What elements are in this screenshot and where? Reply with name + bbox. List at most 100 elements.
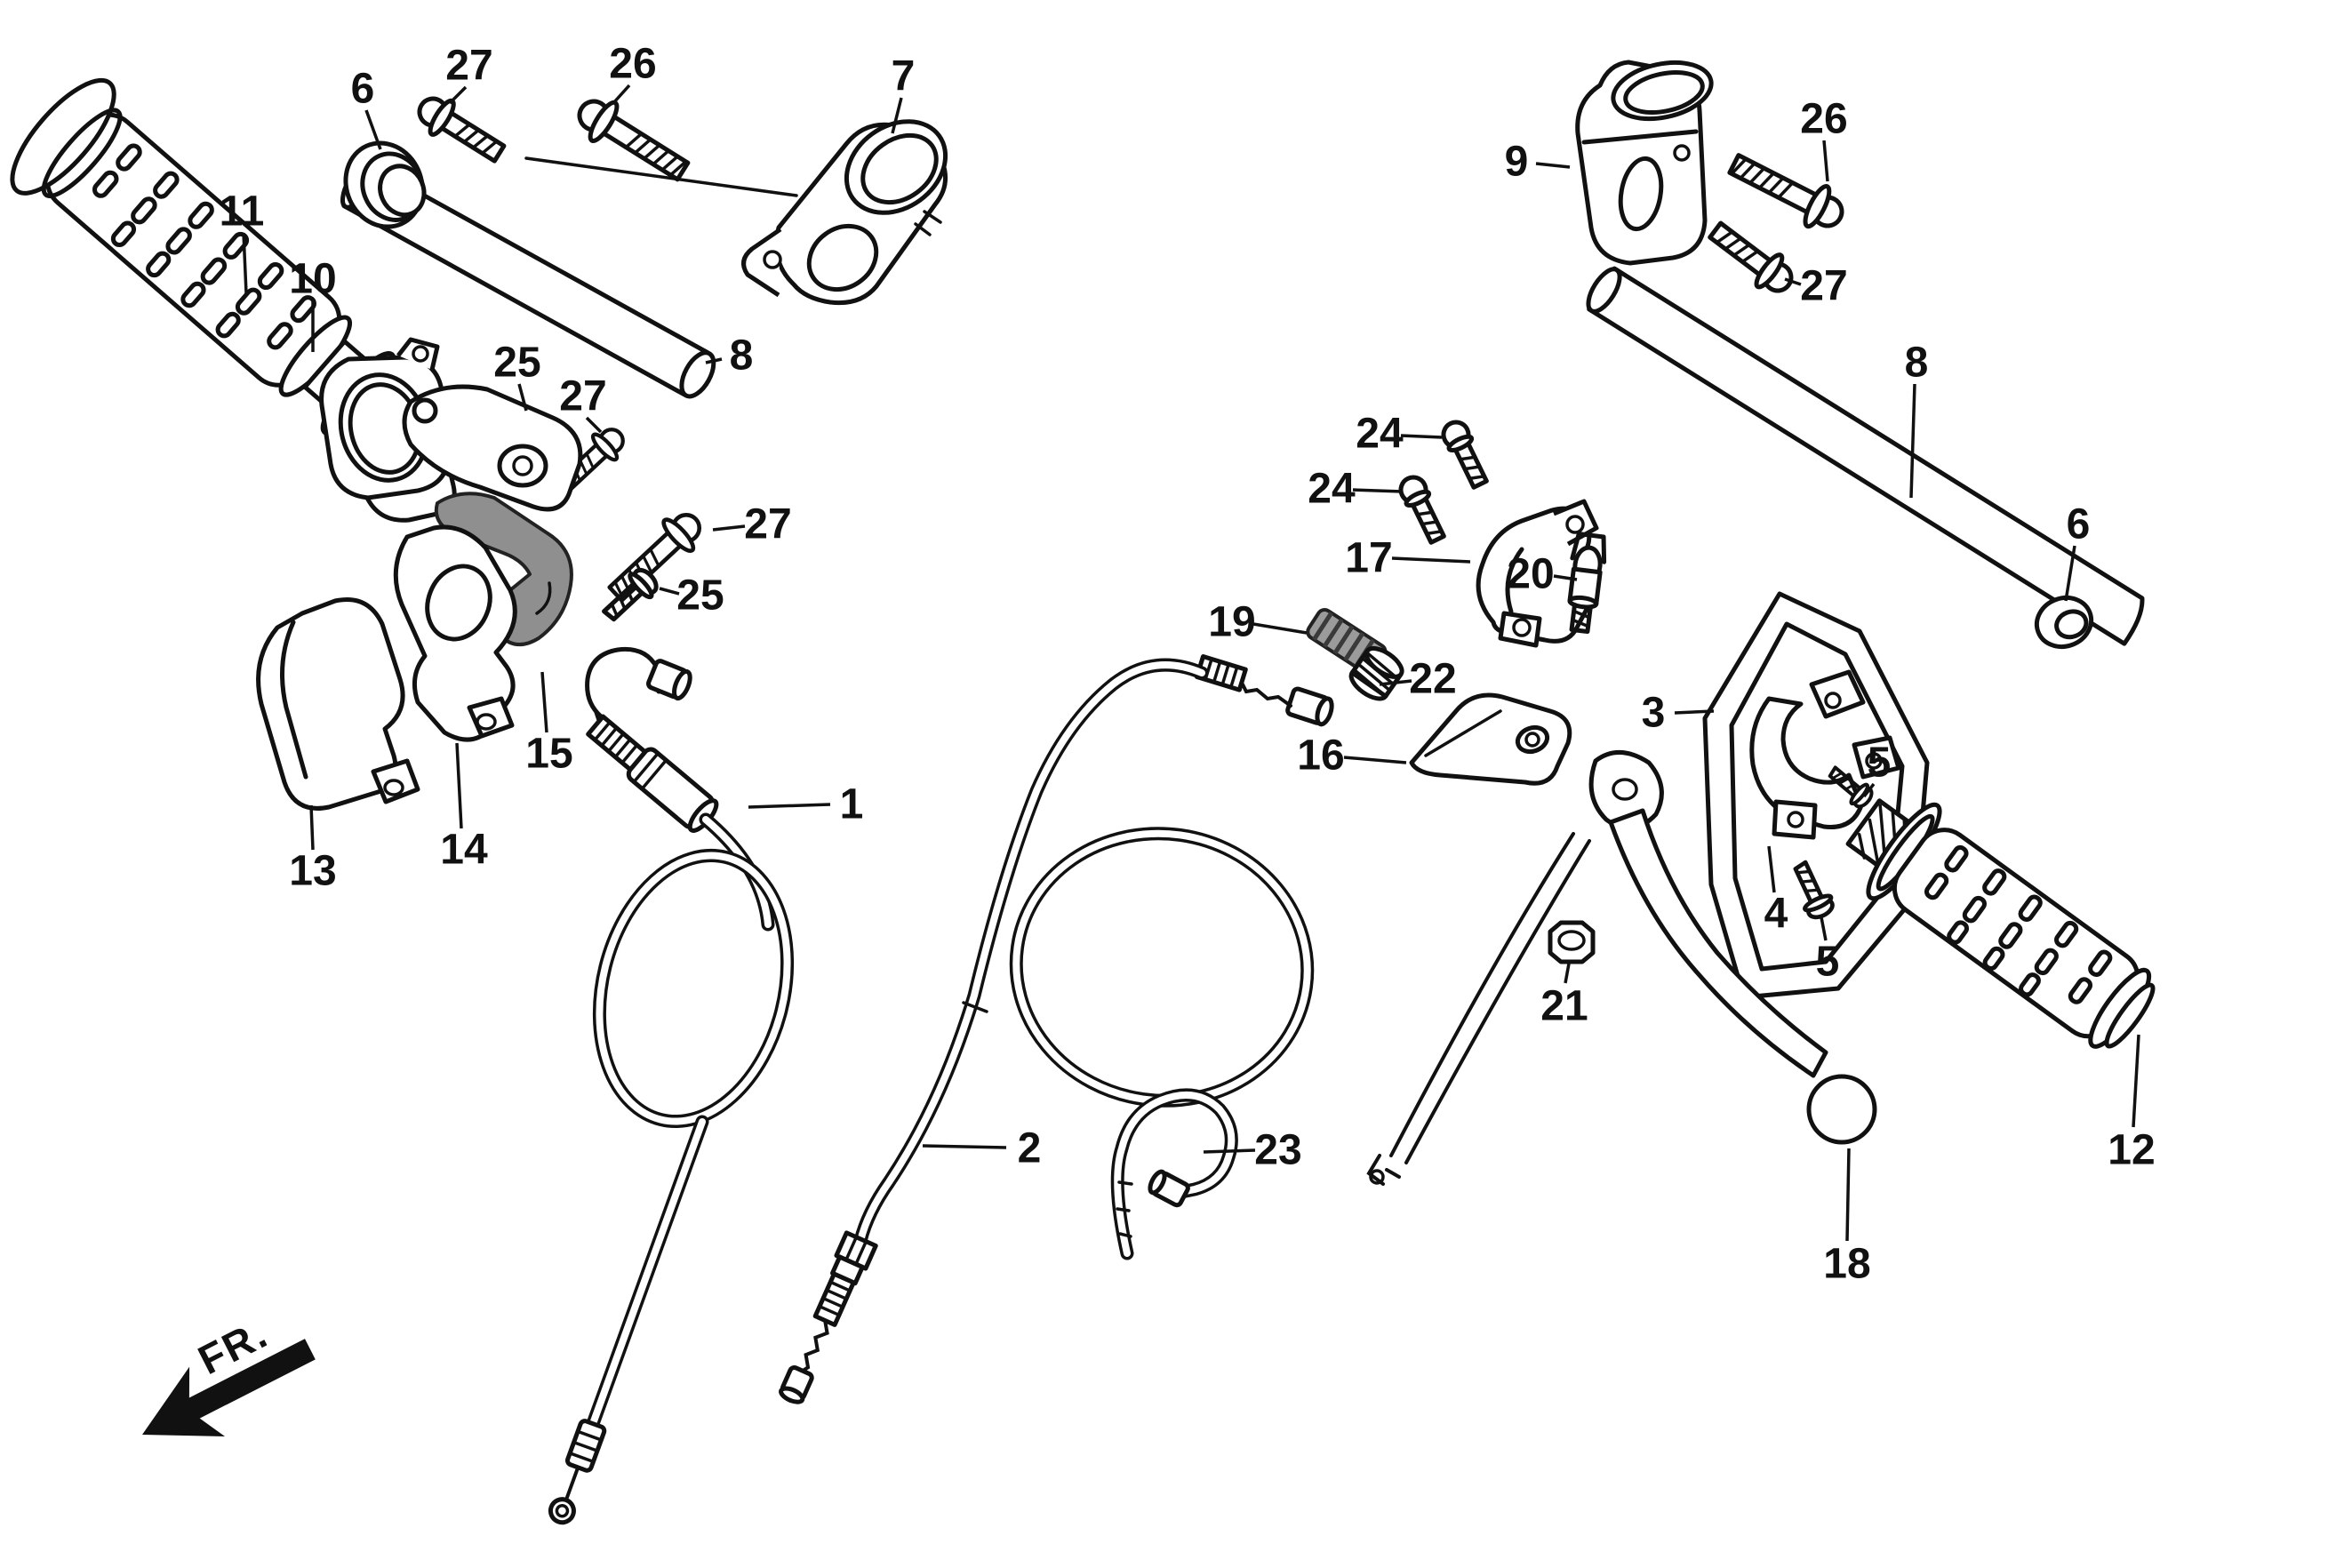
lever-15-highlighted <box>434 492 573 646</box>
handlebar-clamp-4 <box>1749 669 1901 840</box>
callout-label-17: 17 <box>1345 535 1392 582</box>
callout-label-24a: 24 <box>1356 411 1404 458</box>
switch-pod-9 <box>1575 60 1714 266</box>
callout-label-7: 7 <box>892 53 916 100</box>
callout-label-16: 16 <box>1297 732 1344 780</box>
leader-line-1 <box>748 803 831 809</box>
leader-line-18 <box>1845 1148 1851 1242</box>
leader-line-27b <box>585 416 603 434</box>
callout-label-13: 13 <box>289 848 336 895</box>
bolt-27-right <box>1703 214 1800 300</box>
handle-pipe-right <box>1586 266 2145 646</box>
bar-end-cap-left <box>343 140 427 229</box>
callout-label-25a: 25 <box>493 340 540 387</box>
housing-flange-upper <box>319 337 451 500</box>
leader-line-9 <box>1535 162 1571 169</box>
housing-lower-front-13 <box>256 597 420 811</box>
left-grip <box>10 77 353 397</box>
callout-label-6a: 6 <box>351 66 375 113</box>
leader-line-8b <box>1909 383 1916 499</box>
grip-ribs <box>1924 844 2113 1004</box>
leader-line-6a <box>364 109 382 150</box>
leader-line-24a <box>1400 434 1443 439</box>
leader-line-14 <box>455 742 463 829</box>
callout-label-24b: 24 <box>1308 466 1356 513</box>
lever-perch-16 <box>1409 692 1572 786</box>
callout-label-8a: 8 <box>730 332 754 380</box>
leader-line-4 <box>1767 845 1776 893</box>
leader-line-21 <box>1564 963 1571 984</box>
nut-21 <box>1548 920 1596 964</box>
bolt-alignment-line <box>524 156 798 197</box>
callout-label-12: 12 <box>2108 1127 2155 1174</box>
leader-line-5a <box>1862 782 1876 798</box>
callout-label-21: 21 <box>1540 983 1588 1030</box>
leader-line-8a <box>705 357 723 364</box>
leader-line-16 <box>1343 756 1407 764</box>
leader-line-2 <box>922 1144 1007 1149</box>
throttle-cable <box>548 646 795 1525</box>
bolt-26-right <box>1724 144 1851 237</box>
leader-line-19 <box>1252 622 1308 635</box>
callout-label-26b: 26 <box>1800 96 1847 143</box>
callout-label-4: 4 <box>1764 891 1788 938</box>
leader-line-7 <box>891 97 903 134</box>
callout-label-8b: 8 <box>1905 340 1929 387</box>
leader-line-22 <box>1379 679 1412 686</box>
callout-label-27c: 27 <box>744 501 791 548</box>
leader-line-5b <box>1820 916 1828 941</box>
knurled-nut-22 <box>1348 645 1404 701</box>
handle-holder-upper <box>741 119 948 306</box>
fr-direction-arrow: FR. <box>142 1309 316 1436</box>
callout-label-5b: 5 <box>1816 939 1840 986</box>
callout-label-25b: 25 <box>676 572 724 620</box>
leader-line-15 <box>540 671 548 733</box>
leader-line-12 <box>2132 1034 2140 1128</box>
housing-lever-arm <box>402 384 583 512</box>
leader-line-3 <box>1674 709 1715 715</box>
callout-label-2: 2 <box>1018 1125 1042 1172</box>
callout-label-27d: 27 <box>1800 263 1847 310</box>
leader-line-11 <box>242 232 248 294</box>
callout-label-3: 3 <box>1642 690 1666 737</box>
leader-line-13 <box>309 804 315 851</box>
callout-label-9: 9 <box>1505 139 1529 186</box>
callout-label-27b: 27 <box>559 373 606 420</box>
callout-label-15: 15 <box>525 731 572 778</box>
callout-label-10: 10 <box>289 256 336 303</box>
leader-line-20 <box>1553 574 1578 581</box>
leader-line-26b <box>1822 140 1829 182</box>
callout-label-19: 19 <box>1208 599 1255 646</box>
callout-label-14: 14 <box>440 827 488 874</box>
bolt-26-left <box>570 89 694 189</box>
leader-line-24b <box>1352 488 1404 493</box>
right-grip <box>1845 798 2156 1049</box>
leader-line-27d <box>1784 277 1802 286</box>
callout-label-11: 11 <box>220 188 265 236</box>
leader-line-6b <box>2064 545 2076 602</box>
leader-line-26a <box>612 84 631 105</box>
callout-label-5a: 5 <box>1868 740 1892 787</box>
housing-lower-rear-14 <box>393 524 517 742</box>
callout-label-20: 20 <box>1507 551 1554 598</box>
grip-ribs <box>92 143 316 350</box>
leader-line-25a <box>517 383 528 412</box>
callout-label-27a: 27 <box>445 43 492 90</box>
callout-label-22: 22 <box>1409 656 1456 703</box>
callout-label-23: 23 <box>1254 1127 1301 1174</box>
callout-label-1: 1 <box>840 781 864 828</box>
bolt-27-topleft <box>412 88 510 170</box>
screw-25-lower <box>598 564 661 627</box>
callout-label-18: 18 <box>1823 1241 1870 1288</box>
leader-line-27a <box>448 85 468 105</box>
leader-line-25b <box>659 587 680 596</box>
leader-line-17 <box>1391 556 1471 564</box>
callout-label-6b: 6 <box>2067 501 2091 548</box>
screw-24-lower <box>1396 473 1448 545</box>
bar-end-cap-right <box>2034 596 2094 649</box>
screw-24-upper <box>1439 418 1491 490</box>
clutch-lever-18 <box>1366 750 1877 1186</box>
